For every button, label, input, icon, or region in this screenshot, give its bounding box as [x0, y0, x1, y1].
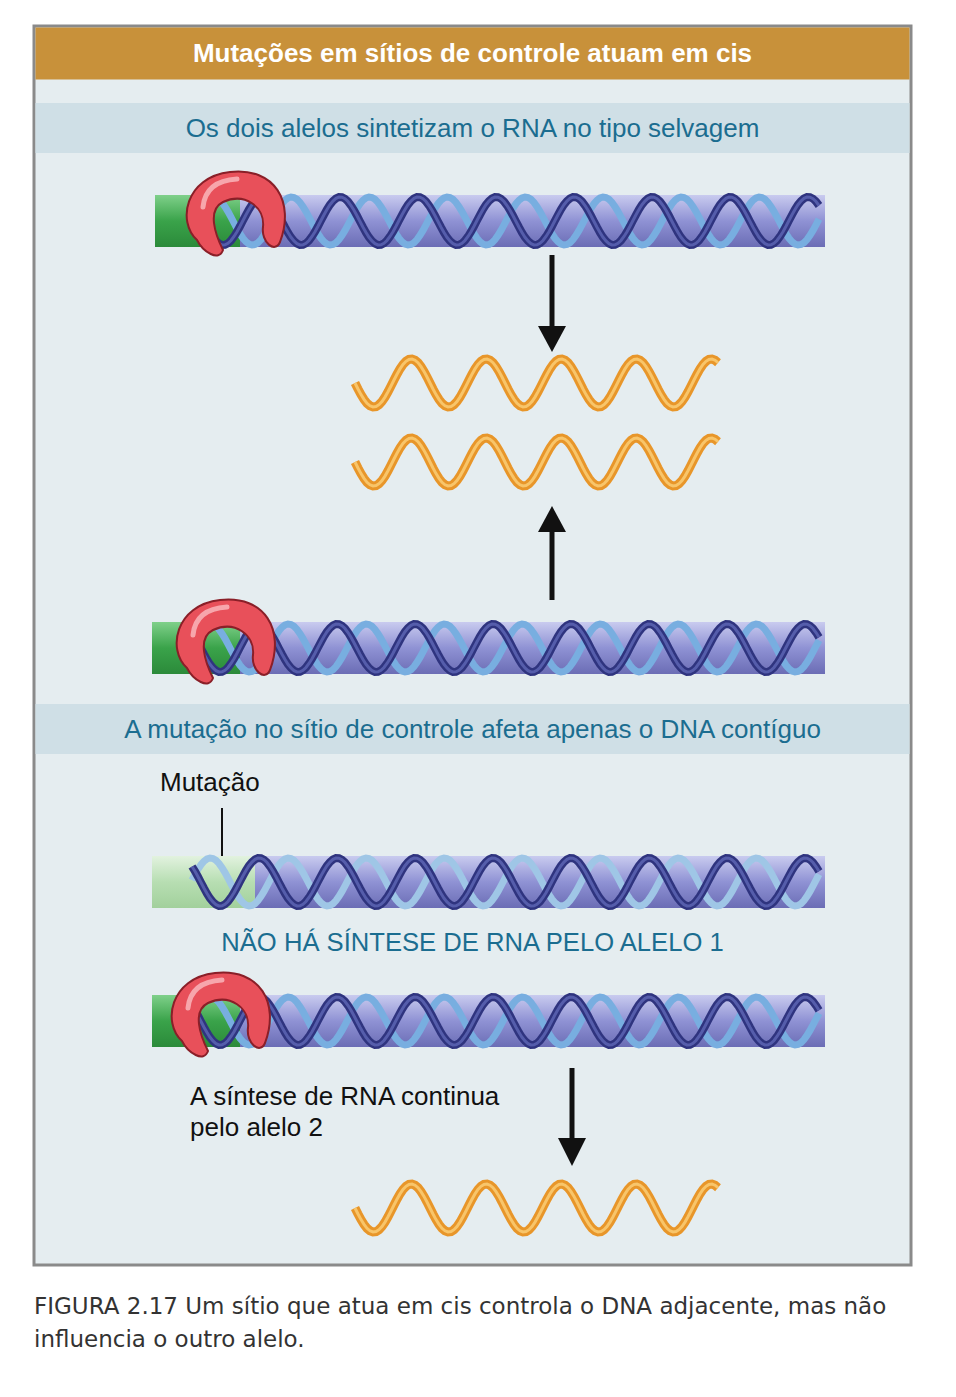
- protein-highlight: [193, 607, 227, 635]
- band-heading: Os dois alelos sintetizam o RNA no tipo …: [186, 113, 760, 144]
- dna-strand: [192, 858, 819, 906]
- dna-strand: [195, 197, 819, 245]
- figure-caption: FIGURA 2.17 Um sítio que atua em cis con…: [34, 1290, 914, 1357]
- section-band: A mutação no sítio de controle afeta ape…: [36, 704, 909, 754]
- dna-strand: [192, 624, 819, 672]
- rna-highlight: [355, 1184, 718, 1232]
- dna-strand: [192, 624, 819, 672]
- dna-strand: [192, 624, 819, 672]
- dna-strand: [192, 858, 819, 906]
- dna-strand: [192, 997, 819, 1045]
- panel-title: Mutações em sítios de controle atuam em …: [36, 28, 909, 78]
- regulatory-protein: [187, 172, 285, 256]
- dna-strand: [192, 997, 819, 1045]
- protein-highlight: [203, 179, 237, 207]
- mutation-label: Mutação: [160, 767, 260, 798]
- synthesis-note: A síntese de RNA continua pelo alelo 2: [190, 1081, 510, 1143]
- section-band: Os dois alelos sintetizam o RNA no tipo …: [36, 103, 909, 153]
- dna-strand: [195, 197, 819, 245]
- rna-highlight: [355, 438, 718, 486]
- rna-strand: [355, 438, 718, 486]
- rna-highlight: [355, 359, 718, 407]
- protein-highlight: [188, 980, 222, 1008]
- band-heading: A mutação no sítio de controle afeta ape…: [124, 714, 821, 745]
- regulatory-protein: [177, 600, 275, 684]
- no-synthesis-label: NÃO HÁ SÍNTESE DE RNA PELO ALELO 1: [36, 928, 909, 957]
- rna-strand: [355, 359, 718, 407]
- rna-strand: [355, 1184, 718, 1232]
- dna-strand: [192, 858, 819, 906]
- regulatory-protein: [172, 973, 270, 1057]
- dna-rod: [152, 856, 825, 908]
- dna-strand: [192, 997, 819, 1045]
- dna-strand: [195, 197, 819, 245]
